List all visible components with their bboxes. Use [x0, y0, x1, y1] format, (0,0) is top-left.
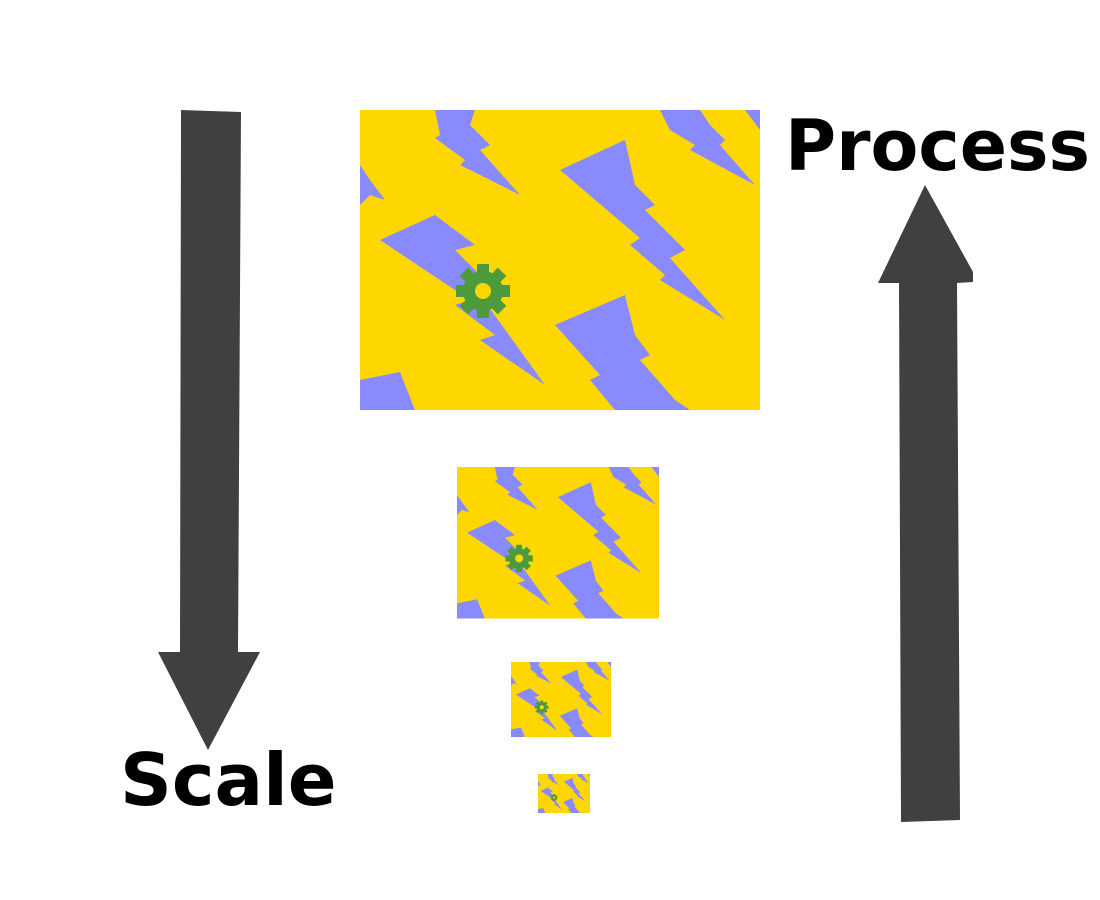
lightning-bolt-icon: [360, 110, 760, 410]
process-label: Process: [785, 105, 1090, 187]
pyramid-level-1: [360, 110, 760, 410]
lightning-bolt-icon: [457, 467, 659, 619]
arrow-down-icon: [158, 110, 260, 750]
scale-label: Scale: [120, 738, 337, 822]
scale-arrow: [158, 110, 260, 750]
lightning-bolt-icon: [511, 662, 611, 737]
pyramid-level-4: [538, 774, 590, 813]
arrow-up-icon: [878, 185, 973, 822]
process-arrow: [878, 185, 973, 822]
pyramid-level-3: [511, 662, 611, 737]
lightning-bolt-icon: [538, 774, 590, 813]
pyramid-level-2: [457, 467, 659, 619]
